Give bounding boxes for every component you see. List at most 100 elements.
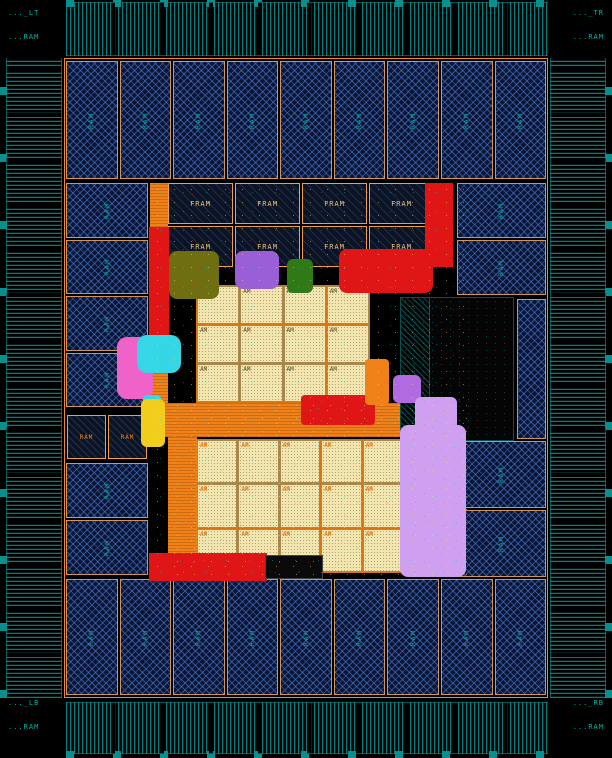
macro-label: RAM [88,111,96,129]
am-block[interactable]: AM [326,325,369,363]
am-label: AM [241,442,249,449]
am-block[interactable]: AM [362,484,403,528]
ram-macro[interactable]: RAM [457,240,546,295]
am-block[interactable]: AM [321,484,362,528]
io-pad-ring-top [66,2,548,56]
ram-macro[interactable]: RAM [457,441,546,508]
am-block[interactable]: AM [362,528,403,572]
module-region-purple [235,251,279,289]
am-block[interactable]: AM [238,484,279,528]
ram-macro[interactable]: RAM [494,61,547,179]
core-area: RAM RAM RAM RAM RAM RAM RAM RAM RAM RAM [64,58,548,698]
ram-macro[interactable]: RAM [387,579,439,695]
ram-macro[interactable]: RAM [387,61,439,179]
am-block[interactable]: AM [197,440,238,484]
corner-text: ..._TR [572,9,604,17]
corner-label-top-right: ..._TR ...RAM [573,8,604,42]
fram-label: FRAM [324,242,345,251]
bottom-macro-row: RAM RAM RAM RAM RAM RAM RAM RAM RAM [66,579,547,695]
ram-macro[interactable]: RAM [440,579,493,695]
io-pad-ring-bottom [66,702,548,754]
am-label: AM [282,442,291,449]
ram-macro[interactable]: RAM [66,183,148,238]
am-label: AM [282,486,291,494]
ram-macro[interactable]: RAM [173,579,225,695]
ram-macro[interactable]: RAM [457,510,546,577]
narrow-macro[interactable] [517,299,546,439]
am-label: AM [200,530,208,538]
am-block[interactable]: AM [279,440,321,484]
small-macro-cell[interactable]: RAM [108,415,147,459]
am-block[interactable]: AM [240,325,283,363]
macro-label: RAM [356,628,364,646]
module-region-red [149,553,267,581]
am-label: AM [200,366,208,373]
macro-label: RAM [103,371,111,389]
macro-label: RAM [248,628,256,646]
ram-macro[interactable]: RAM [66,463,148,518]
ram-macro[interactable]: RAM [119,61,172,179]
macro-label: RAM [409,111,417,129]
fram-label: FRAM [190,242,211,251]
am-label: AM [365,530,373,538]
fram-label: FRAM [190,199,211,208]
ram-macro[interactable]: RAM [494,579,547,695]
am-label: AM [324,530,332,538]
am-block[interactable]: AM [283,325,326,363]
macro-label: RAM [248,111,256,129]
io-pad-ring-right [550,58,606,698]
am-block[interactable]: AM [362,440,403,484]
am-label: AM [365,442,373,449]
am-block[interactable]: AM [197,484,238,528]
ram-macro[interactable]: RAM [66,61,118,179]
am-label: AM [241,486,249,494]
am-array-upper: AM AM AM AM AM AM AM AM AM AM AM AM [196,285,370,403]
macro-label: RAM [498,466,505,483]
macro-label: RAM [498,259,505,276]
ram-macro[interactable]: RAM [280,61,332,179]
am-block[interactable]: AM [321,440,362,484]
ram-macro[interactable]: RAM [173,61,225,179]
macro-label: RAM [302,111,310,129]
module-region-lavender [400,425,466,577]
placement-region-vertical-lower [168,437,197,573]
am-label: AM [324,442,332,449]
module-region-red [149,227,169,345]
fram-block[interactable]: FRAM [302,183,367,224]
ram-macro[interactable]: RAM [333,61,386,179]
am-block[interactable]: AM [240,286,283,324]
macro-label: RAM [103,482,111,499]
ram-macro[interactable]: RAM [226,579,279,695]
am-label: AM [243,288,251,295]
fram-block[interactable]: FRAM [235,183,300,224]
ram-macro[interactable]: RAM [280,579,332,695]
macro-label: RAM [463,628,471,646]
module-region-red [301,395,375,425]
ram-macro[interactable]: RAM [66,239,148,294]
module-region-cyan [137,335,181,373]
am-block[interactable]: AM [238,440,279,484]
macro-label: RAM [302,628,310,646]
small-black-block [265,555,323,579]
fram-block[interactable]: FRAM [168,183,233,224]
ram-macro[interactable]: RAM [440,61,493,179]
module-region-orange [365,359,389,405]
macro-label: RAM [516,628,524,646]
ram-macro[interactable]: RAM [119,579,172,695]
macro-label: RAM [103,201,111,219]
am-block[interactable]: AM [321,528,362,572]
ram-macro[interactable]: RAM [66,520,148,575]
small-macro-cell[interactable]: RAM [67,415,106,459]
am-block[interactable]: AM [197,325,240,363]
am-label: AM [241,530,249,538]
ram-macro[interactable]: RAM [333,579,386,695]
ram-macro[interactable]: RAM [457,183,546,238]
ram-macro[interactable]: RAM [226,61,279,179]
am-block[interactable]: AM [279,484,321,528]
am-label: AM [365,486,373,494]
am-block[interactable]: AM [240,364,283,402]
am-block[interactable]: AM [197,364,240,402]
ram-macro[interactable]: RAM [66,579,118,695]
